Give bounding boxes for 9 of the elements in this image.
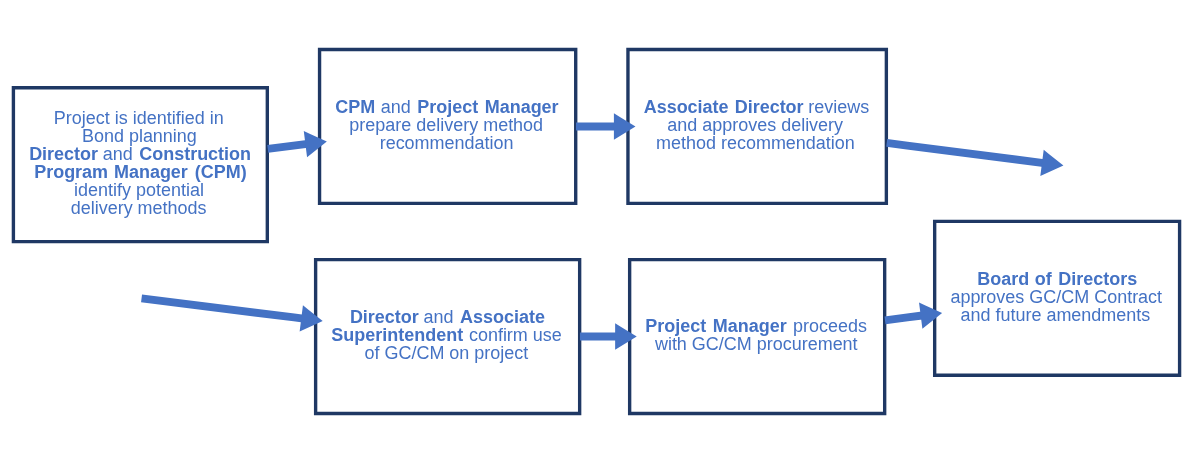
node-box: CPM and Project Manager prepare delivery method recommendation [317,47,578,205]
node-box: Associate Director reviews and approves delivery method recommendation [626,47,889,205]
node-box: Project is identified in Bond planning Director and Construction Program Manager (CPM) identify potential delivery methods [11,85,269,243]
node-box: Project Manager proceeds with GC/CM procurement [627,257,887,415]
arrow [579,322,637,350]
node-box: Board of Directors approves GC/CM Contract and future amendments [933,219,1182,377]
arrow [884,302,943,329]
node-box: Director and Associate Superintendent confirm use of GC/CM on project [313,257,582,415]
arrow [575,112,636,140]
